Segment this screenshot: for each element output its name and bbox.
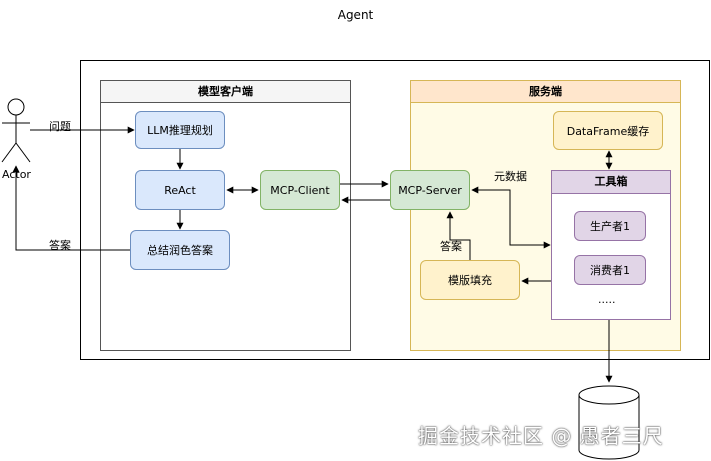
server-panel-title: 服务端: [411, 81, 680, 103]
database-icon: [578, 385, 640, 460]
consumer-node[interactable]: 消费者1: [574, 255, 646, 285]
watermark: 掘金技术社区 @ 愚者三尺: [418, 424, 664, 448]
diagram-title: Agent: [337, 8, 374, 22]
answer-in-label: 答案: [440, 240, 462, 253]
answer-arrow: [12, 165, 130, 251]
actor-icon: [1, 98, 31, 163]
planning-node[interactable]: LLM推理规划: [135, 111, 225, 149]
summary-node[interactable]: 总结润色答案: [130, 230, 230, 270]
answer-out-label: 答案: [49, 239, 71, 252]
toolbox-more: .....: [598, 293, 616, 306]
mcp-client-node[interactable]: MCP-Client: [260, 170, 340, 210]
toolbox-container: 工具箱: [551, 170, 671, 320]
react-node[interactable]: ReAct: [135, 170, 225, 210]
client-panel-title: 模型客户端: [101, 81, 350, 103]
dataframe-cache-node[interactable]: DataFrame缓存: [553, 111, 663, 150]
template-fill-node[interactable]: 模版填充: [420, 260, 520, 300]
toolbox-title: 工具箱: [552, 171, 670, 194]
metadata-label: 元数据: [494, 170, 527, 183]
agent-boundary: [80, 60, 710, 360]
producer-node[interactable]: 生产者1: [574, 211, 646, 241]
server-toolbox-arrow: [471, 186, 551, 249]
template-server-arrow: [446, 211, 471, 260]
mcp-server-node[interactable]: MCP-Server: [390, 170, 470, 210]
